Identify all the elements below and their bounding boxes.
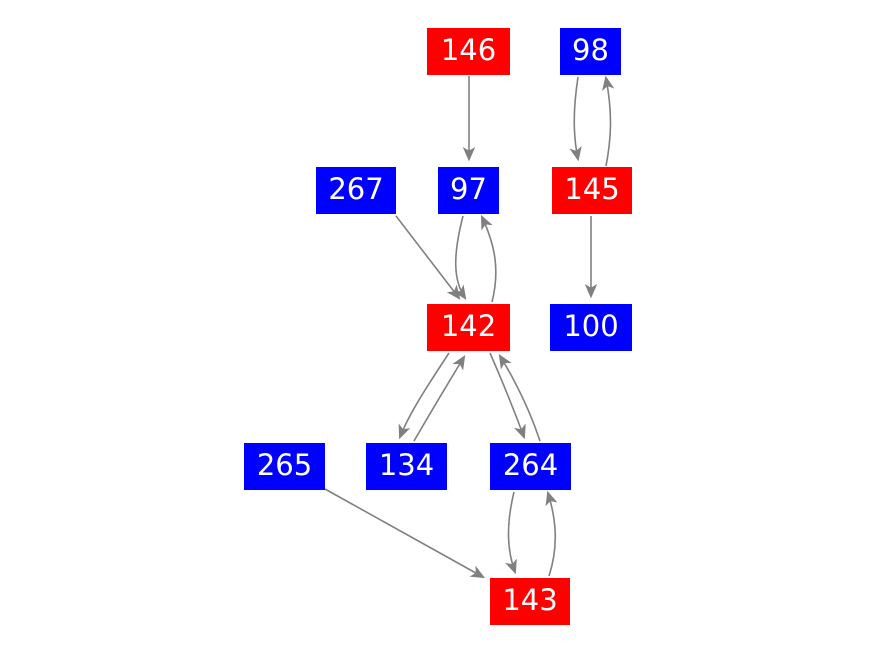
graph-node-142[interactable]: 142 (427, 304, 510, 351)
graph-node-145[interactable]: 145 (552, 167, 632, 214)
graph-node-267[interactable]: 267 (316, 167, 396, 214)
node-label: 97 (450, 172, 487, 206)
edge-142-134 (398, 352, 450, 440)
node-label: 146 (440, 33, 497, 67)
edge-267-142 (395, 215, 461, 300)
node-label: 267 (328, 172, 384, 206)
edge-143-264 (545, 490, 558, 577)
edge-264-142 (498, 353, 541, 442)
edge-145-98 (602, 75, 615, 167)
edge-142-264 (489, 352, 526, 440)
node-label: 143 (502, 583, 558, 617)
graph-node-100[interactable]: 100 (550, 304, 632, 351)
node-label: 264 (502, 448, 559, 482)
node-label: 145 (564, 172, 620, 206)
node-label: 100 (563, 309, 619, 343)
graph-node-265[interactable]: 265 (244, 443, 325, 490)
edge-142-97 (480, 214, 497, 303)
node-label: 98 (572, 33, 609, 67)
graph-node-146[interactable]: 146 (427, 28, 510, 75)
graph-node-134[interactable]: 134 (366, 443, 447, 490)
edges-group (324, 75, 615, 579)
edge-134-142 (413, 354, 466, 442)
graph-node-264[interactable]: 264 (490, 443, 571, 490)
graph-node-143[interactable]: 143 (490, 578, 570, 625)
edge-97-142 (453, 215, 467, 300)
edge-265-143 (324, 488, 486, 579)
node-label: 134 (378, 448, 435, 482)
node-label: 265 (256, 448, 313, 482)
edge-98-145 (569, 76, 582, 162)
edge-264-143 (505, 491, 517, 575)
graph-node-98[interactable]: 98 (560, 28, 621, 75)
node-label: 142 (440, 309, 497, 343)
graph-node-97[interactable]: 97 (438, 167, 499, 214)
